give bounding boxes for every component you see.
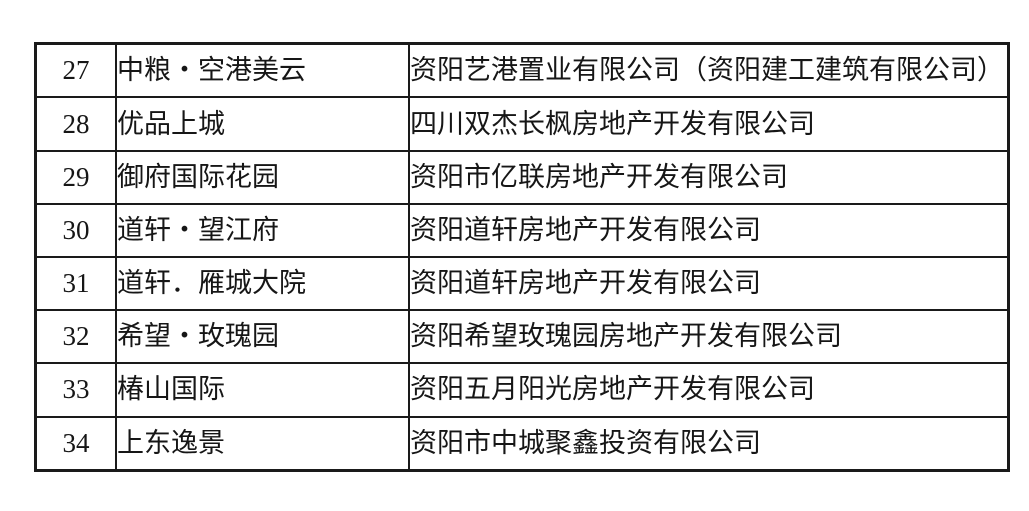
row-number-cell: 34 [34,415,117,472]
company-name-cell: 资阳市亿联房地产开发有限公司 [408,149,1010,205]
table-row: 32 希望・玫瑰园 资阳希望玫瑰园房地产开发有限公司 [34,309,1010,365]
table-row: 27 中粮・空港美云 资阳艺港置业有限公司（资阳建工建筑有限公司） [34,42,1010,99]
project-name-cell: 道轩・望江府 [115,202,410,258]
row-number-cell: 33 [34,362,117,418]
project-name-cell: 优品上城 [115,96,410,152]
row-number-cell: 30 [34,202,117,258]
company-name-cell: 资阳五月阳光房地产开发有限公司 [408,362,1010,418]
table-row: 33 椿山国际 资阳五月阳光房地产开发有限公司 [34,362,1010,418]
table-row: 30 道轩・望江府 资阳道轩房地产开发有限公司 [34,202,1010,258]
row-number-cell: 32 [34,309,117,365]
project-name-cell: 御府国际花园 [115,149,410,205]
project-name-cell: 道轩．雁城大院 [115,255,410,312]
project-name-cell: 希望・玫瑰园 [115,309,410,365]
company-name-cell: 资阳道轩房地产开发有限公司 [408,255,1010,312]
company-name-cell: 资阳希望玫瑰园房地产开发有限公司 [408,309,1010,365]
table-row: 31 道轩．雁城大院 资阳道轩房地产开发有限公司 [34,255,1010,312]
table-row: 34 上东逸景 资阳市中城聚鑫投资有限公司 [34,415,1010,472]
table-row: 28 优品上城 四川双杰长枫房地产开发有限公司 [34,96,1010,152]
company-name-cell: 资阳艺港置业有限公司（资阳建工建筑有限公司） [408,42,1010,99]
table-row: 29 御府国际花园 资阳市亿联房地产开发有限公司 [34,149,1010,205]
company-name-cell: 资阳市中城聚鑫投资有限公司 [408,415,1010,472]
project-name-cell: 中粮・空港美云 [115,42,410,99]
company-name-cell: 资阳道轩房地产开发有限公司 [408,202,1010,258]
row-number-cell: 29 [34,149,117,205]
project-name-cell: 椿山国际 [115,362,410,418]
project-name-cell: 上东逸景 [115,415,410,472]
developer-table: 27 中粮・空港美云 资阳艺港置业有限公司（资阳建工建筑有限公司） 28 优品上… [34,42,1010,472]
developer-table-container: 27 中粮・空港美云 资阳艺港置业有限公司（资阳建工建筑有限公司） 28 优品上… [34,42,1010,472]
row-number-cell: 31 [34,255,117,312]
company-name-cell: 四川双杰长枫房地产开发有限公司 [408,96,1010,152]
row-number-cell: 28 [34,96,117,152]
row-number-cell: 27 [34,42,117,99]
